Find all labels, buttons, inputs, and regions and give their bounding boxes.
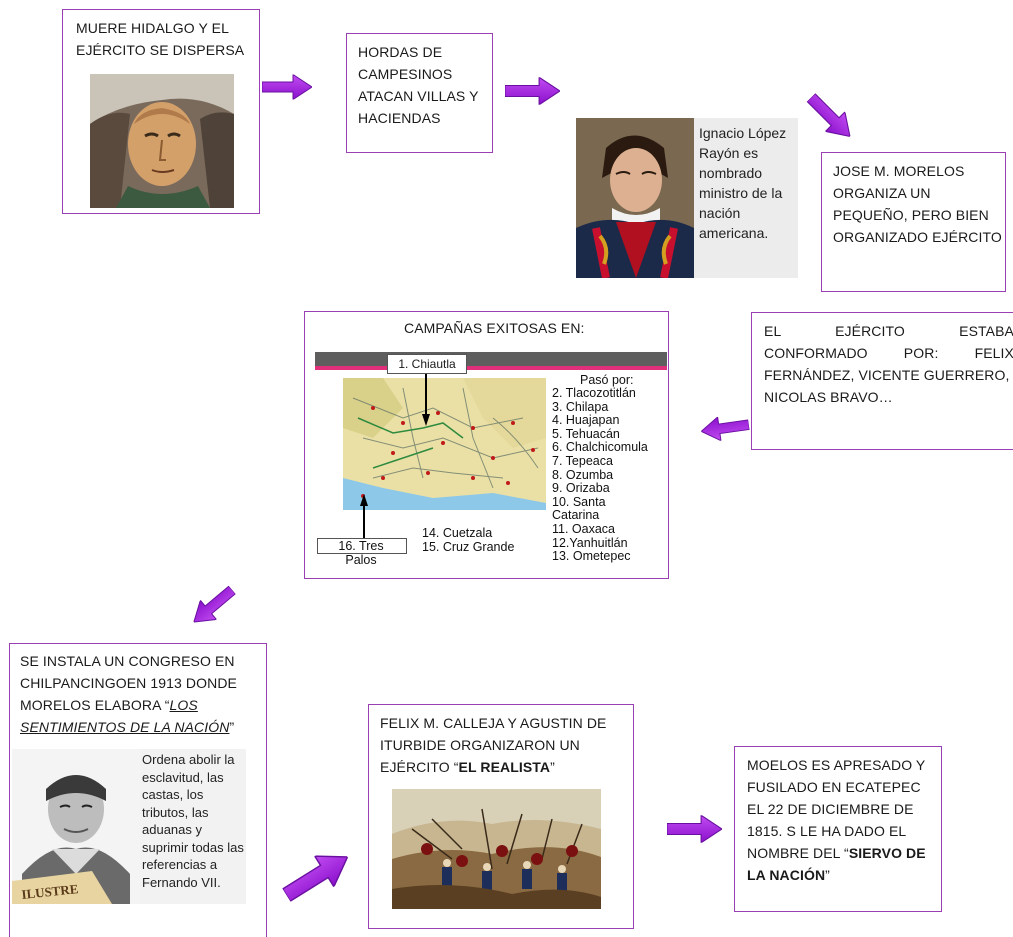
paso-label: Pasó por:	[580, 373, 634, 387]
chiautla-label: 1. Chiautla	[398, 357, 456, 371]
tres-palos-line1: 16. Tres	[338, 539, 384, 553]
arrow-hordas-rayon	[505, 76, 560, 106]
arrow-congreso-calleja	[276, 841, 358, 911]
node-ejercito-line4: NICOLAS BRAVO…	[764, 389, 893, 405]
congreso-text-after: ”	[229, 719, 235, 735]
congreso-emph: LOS SENTIMIENTOS DE LA NACIÓN	[20, 697, 230, 735]
node-hidalgo-text: MUERE HIDALGO Y EL EJÉRCITO SE DISPERSA	[76, 20, 245, 58]
node-hordas: HORDAS DE CAMPESINOS ATACAN VILLAS Y HAC…	[346, 33, 493, 153]
tres-palos-line2: Palos	[345, 552, 377, 567]
campanas-list-item: 6. Chalchicomula	[552, 440, 648, 455]
campanas-title: CAMPAÑAS EXITOSAS EN:	[404, 320, 585, 336]
ilustre-doc-label: ILUSTRE	[21, 881, 79, 902]
apresado-bold: SIERVO DE LA NACIÓN	[747, 845, 926, 883]
node-morelos-text: JOSE M. MORELOS ORGANIZA UN PEQUEÑO, PER…	[833, 163, 1002, 245]
morelos-engraving: ILUSTRE	[12, 749, 140, 904]
calleja-bold: EL REALISTA	[458, 759, 551, 775]
congreso-side-panel: Ordena abolir la esclavitud, las castas,…	[140, 749, 246, 904]
node-ejercito-line1: EL EJÉRCITO ESTABA	[764, 323, 1013, 339]
node-ejercito-line2: CONFORMADO POR: FELIX	[764, 345, 1013, 361]
calleja-text-after: ”	[550, 759, 555, 775]
rayon-portrait	[576, 118, 694, 278]
rayon-text-panel: Ignacio López Rayón es nombrado ministro…	[694, 118, 798, 278]
node-morelos: JOSE M. MORELOS ORGANIZA UN PEQUEÑO, PER…	[821, 152, 1006, 292]
arrow-hidalgo-hordas	[262, 72, 312, 102]
campanas-extra-list: 14. Cuetzala 15. Cruz Grande	[422, 526, 552, 554]
arrow-calleja-apresado	[667, 814, 722, 844]
campanas-banner	[315, 352, 667, 366]
tres-palos-label-box	[317, 538, 407, 554]
node-calleja-text: FELIX M. CALLEJA Y AGUSTIN DE ITURBIDE O…	[380, 712, 630, 778]
node-apresado: MOELOS ES APRESADO Y FUSILADO EN ECATEPE…	[734, 746, 942, 912]
node-hordas-text: HORDAS DE CAMPESINOS ATACAN VILLAS Y HAC…	[358, 44, 479, 126]
tres-palos-label: 16. Tres Palos	[317, 539, 405, 567]
campanas-extra-item: 15. Cruz Grande	[422, 539, 515, 554]
node-congreso-text: SE INSTALA UN CONGRESO EN CHILPANCINGOEN…	[20, 650, 265, 738]
chiautla-pointer	[422, 374, 430, 426]
campanas-list-item: 12.Yanhuitlán	[552, 535, 628, 550]
campanas-list-item: 9. Orizaba	[552, 481, 610, 496]
campanas-list-item: 5. Tehuacán	[552, 426, 620, 441]
node-hidalgo: MUERE HIDALGO Y EL EJÉRCITO SE DISPERSA	[62, 9, 260, 214]
arrow-campanas-congreso	[185, 580, 241, 632]
campanas-list-item: Catarina	[552, 508, 600, 523]
campanas-list: 2. Tlacozotitlán 3. Chilapa 4. Huajapan …	[552, 386, 670, 564]
chiautla-label-box: 1. Chiautla	[387, 354, 467, 374]
apresado-text-after: ”	[825, 867, 830, 883]
node-ejercito-line3: FERNÁNDEZ, VICENTE GUERRERO,	[764, 367, 1010, 383]
campanas-list-item: 8. Ozumba	[552, 467, 614, 482]
apresado-text-before: MOELOS ES APRESADO Y FUSILADO EN ECATEPE…	[747, 757, 926, 861]
rayon-text: Ignacio López Rayón es nombrado ministro…	[699, 125, 787, 241]
campanas-list-item: 7. Tepeaca	[552, 453, 613, 468]
node-campanas: CAMPAÑAS EXITOSAS EN:	[304, 311, 669, 579]
campanas-map	[343, 378, 546, 510]
battle-painting	[392, 789, 601, 909]
campanas-list-item: 10. Santa	[552, 494, 606, 509]
arrow-ejercito-campanas	[699, 412, 751, 444]
congreso-text-before: SE INSTALA UN CONGRESO EN CHILPANCINGOEN…	[20, 653, 237, 713]
calleja-text-before: FELIX M. CALLEJA Y AGUSTIN DE ITURBIDE O…	[380, 715, 607, 775]
node-calleja: FELIX M. CALLEJA Y AGUSTIN DE ITURBIDE O…	[368, 704, 634, 929]
arrow-rayon-morelos	[801, 87, 860, 147]
tres-palos-pointer	[360, 494, 368, 538]
campanas-list-item: 4. Huajapan	[552, 413, 620, 428]
campanas-extra-item: 14. Cuetzala	[422, 526, 493, 540]
campanas-list-item: 2. Tlacozotitlán	[552, 386, 636, 400]
campanas-banner-stripe	[315, 366, 667, 370]
campanas-list-item: 11. Oaxaca	[552, 521, 616, 536]
node-apresado-text: MOELOS ES APRESADO Y FUSILADO EN ECATEPE…	[747, 754, 939, 886]
campanas-list-item: 3. Chilapa	[552, 399, 609, 414]
node-congreso: SE INSTALA UN CONGRESO EN CHILPANCINGOEN…	[9, 643, 267, 937]
hidalgo-portrait	[90, 74, 234, 208]
congreso-side-text: Ordena abolir la esclavitud, las castas,…	[142, 752, 244, 890]
campanas-list-item: 13. Ometepec	[552, 549, 631, 564]
node-ejercito: EL EJÉRCITO ESTABA CONFORMADO POR: FELIX…	[751, 312, 1013, 450]
